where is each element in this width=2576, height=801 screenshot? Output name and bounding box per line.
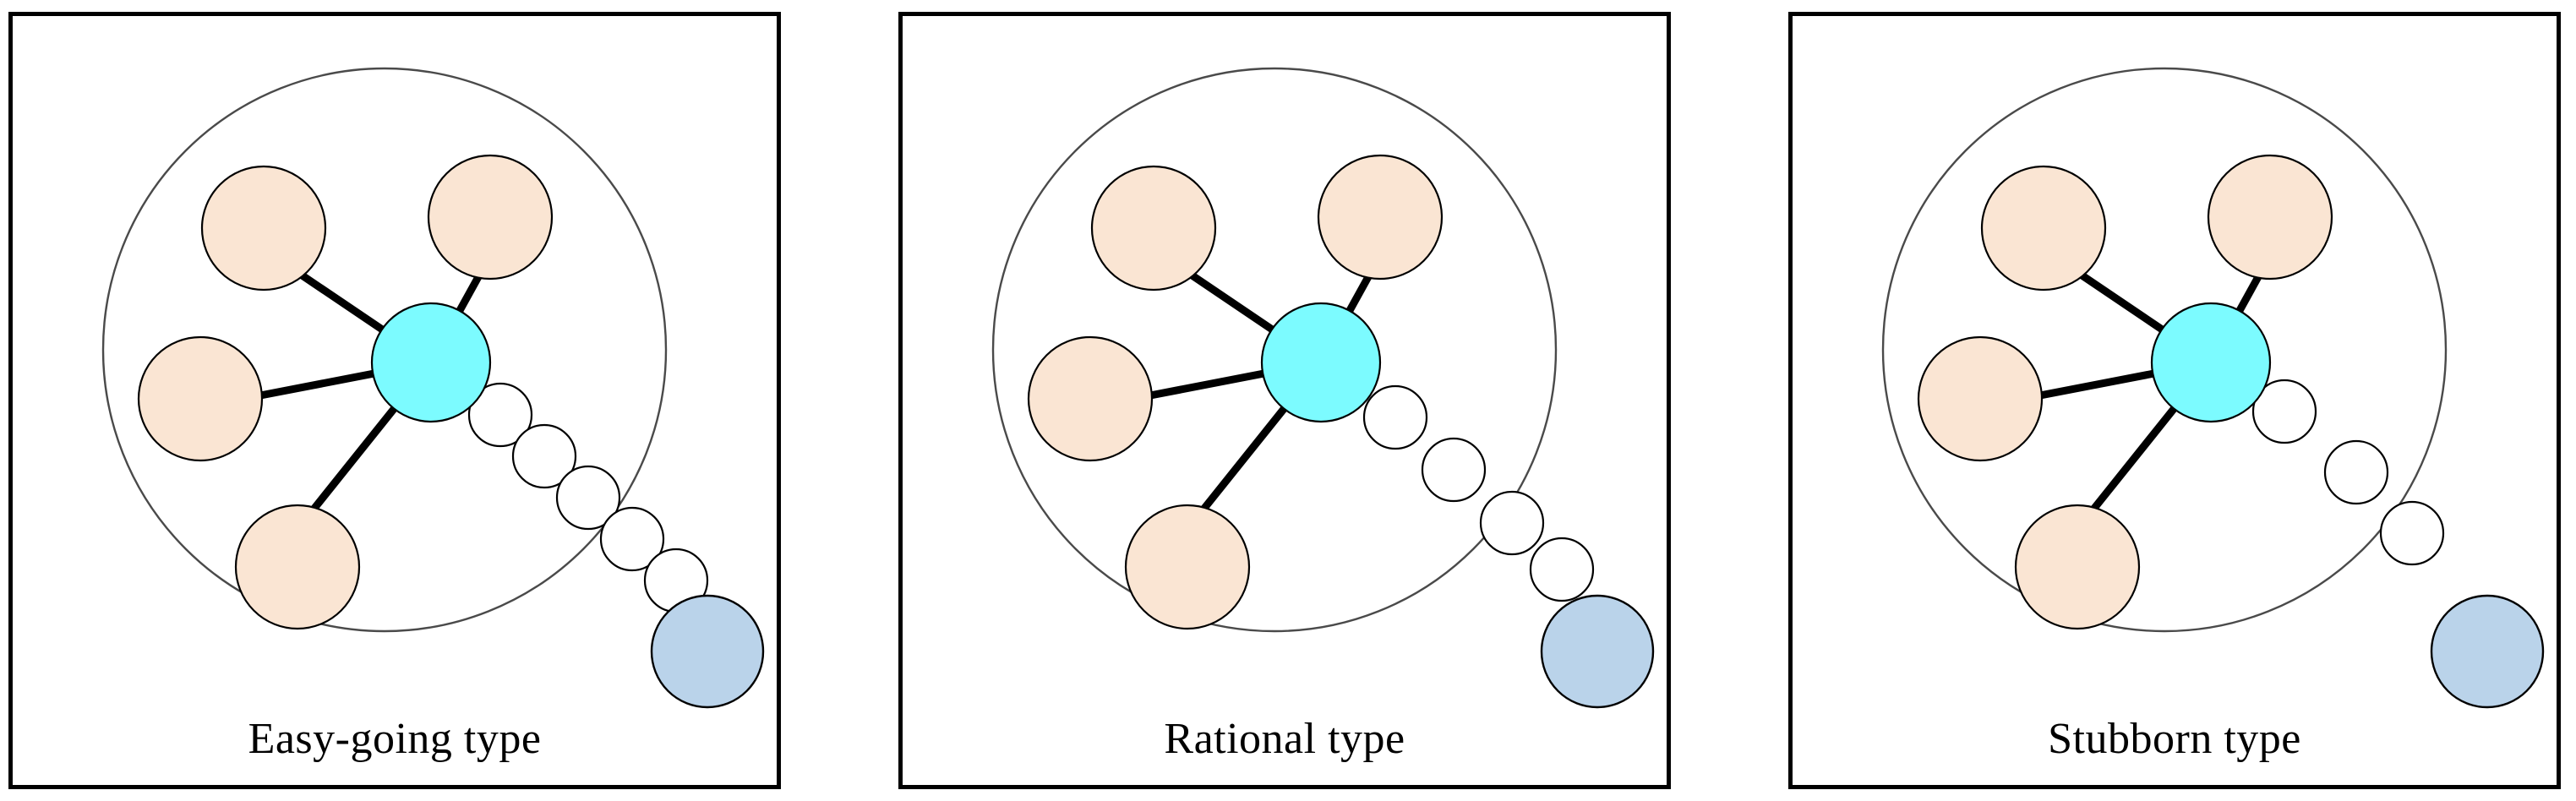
alter-nodes (137, 154, 554, 630)
alter-node-4 (1124, 504, 1251, 630)
alter-nodes (1027, 154, 1444, 630)
alter-node-3 (1917, 335, 2044, 462)
alter-node-3 (137, 335, 264, 462)
bridge-node-2 (511, 423, 577, 489)
outsider-node (1540, 594, 1655, 709)
bridge-node-2 (1421, 437, 1487, 503)
bridge-node-1 (2251, 379, 2317, 444)
bridge-chain-6 (467, 382, 709, 613)
alter-node-4 (234, 504, 361, 630)
bridge-node-1 (467, 382, 533, 448)
panel-stubborn: Stubborn type (1780, 0, 2561, 801)
panel-rational: Rational type (890, 0, 1671, 801)
outsider-node (650, 594, 765, 709)
panel-easy-going: Easy-going type (0, 0, 781, 801)
alter-node-3 (1027, 335, 1154, 462)
alter-nodes (1917, 154, 2333, 630)
bridge-chain-3 (2251, 379, 2445, 566)
ego-node (2150, 302, 2272, 423)
bridge-node-3 (1479, 490, 1545, 556)
panel-label-stubborn: Stubborn type (2048, 715, 2301, 764)
panel-label-easy-going: Easy-going type (248, 715, 542, 764)
panel-frame: Easy-going type (8, 12, 781, 789)
panel-frame: Stubborn type (1788, 12, 2561, 789)
alter-node-1 (1090, 165, 1217, 292)
outsider-node (2430, 594, 2545, 709)
ego-node (370, 302, 492, 423)
alter-node-4 (2014, 504, 2141, 630)
panel-graphic-easy-going (101, 67, 765, 709)
alter-node-2 (1317, 154, 1444, 281)
alter-node-2 (2207, 154, 2333, 281)
bridge-node-4 (599, 506, 665, 572)
alter-node-2 (427, 154, 554, 281)
panel-label-rational: Rational type (1164, 715, 1405, 764)
panel-graphic-rational (991, 67, 1655, 709)
panel-frame: Rational type (898, 12, 1671, 789)
alter-node-1 (1980, 165, 2107, 292)
bridge-node-3 (2379, 500, 2445, 566)
bridge-node-3 (555, 465, 621, 531)
alter-node-1 (200, 165, 327, 292)
panel-graphic-stubborn (1881, 67, 2545, 709)
bridge-node-2 (2323, 439, 2389, 505)
ego-node (1260, 302, 1382, 423)
bridge-chain-4 (1362, 384, 1595, 602)
bridge-node-1 (1362, 384, 1428, 450)
bridge-node-4 (1529, 537, 1595, 602)
